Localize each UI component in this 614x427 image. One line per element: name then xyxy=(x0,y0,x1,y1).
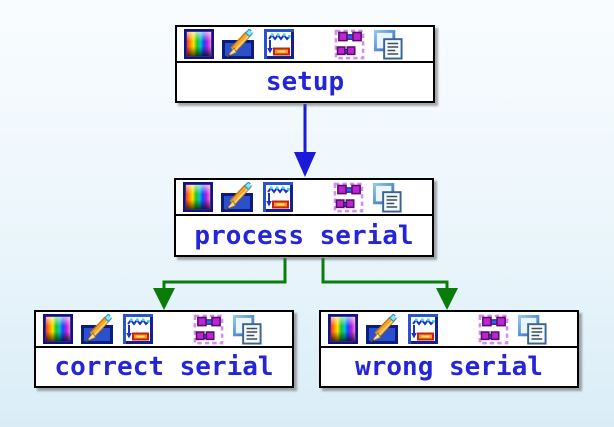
edge-arrowhead-green-right xyxy=(436,288,458,310)
color-palette-icon[interactable] xyxy=(328,314,358,344)
node-label: setup xyxy=(265,67,345,97)
node-icon-row xyxy=(321,312,577,348)
edge-arrowhead-blue xyxy=(294,152,316,177)
node-label-row: process serial xyxy=(176,216,432,255)
edit-pencil-icon[interactable] xyxy=(222,29,256,59)
node-correct-serial[interactable]: correct serial xyxy=(34,310,294,388)
block-diagram-icon[interactable] xyxy=(193,314,224,345)
node-icon-row xyxy=(177,27,433,63)
waveform-panel-icon[interactable] xyxy=(123,314,153,344)
node-label-row: setup xyxy=(177,63,433,101)
node-setup[interactable]: setup xyxy=(175,25,435,103)
edit-pencil-icon[interactable] xyxy=(81,314,115,344)
edit-pencil-icon[interactable] xyxy=(221,182,255,212)
documentation-icon[interactable] xyxy=(517,314,548,345)
node-process-serial[interactable]: process serial xyxy=(174,178,434,257)
edge-line-green-left[interactable] xyxy=(162,258,287,289)
node-label-row: correct serial xyxy=(36,348,292,386)
waveform-panel-icon[interactable] xyxy=(263,182,293,212)
edge-setup-to-process[interactable] xyxy=(294,104,316,177)
color-palette-icon[interactable] xyxy=(183,182,213,212)
block-diagram-icon[interactable] xyxy=(334,29,365,60)
waveform-panel-icon[interactable] xyxy=(264,29,294,59)
edge-line-green-right[interactable] xyxy=(321,258,449,289)
color-palette-icon[interactable] xyxy=(184,29,214,59)
block-diagram-icon[interactable] xyxy=(478,314,509,345)
node-label: wrong serial xyxy=(355,352,543,382)
node-label: process serial xyxy=(194,220,414,251)
block-diagram-icon[interactable] xyxy=(333,182,364,213)
node-label: correct serial xyxy=(54,352,274,382)
node-icon-row xyxy=(36,312,292,348)
documentation-icon[interactable] xyxy=(373,29,404,60)
color-palette-icon[interactable] xyxy=(43,314,73,344)
edit-pencil-icon[interactable] xyxy=(366,314,400,344)
documentation-icon[interactable] xyxy=(232,314,263,345)
edge-arrowhead-green-left xyxy=(153,288,175,310)
edge-process-to-correct[interactable] xyxy=(153,258,287,310)
node-label-row: wrong serial xyxy=(321,348,577,386)
edge-process-to-wrong[interactable] xyxy=(321,258,458,310)
documentation-icon[interactable] xyxy=(372,182,403,213)
waveform-panel-icon[interactable] xyxy=(408,314,438,344)
node-wrong-serial[interactable]: wrong serial xyxy=(319,310,579,388)
node-icon-row xyxy=(176,180,432,216)
